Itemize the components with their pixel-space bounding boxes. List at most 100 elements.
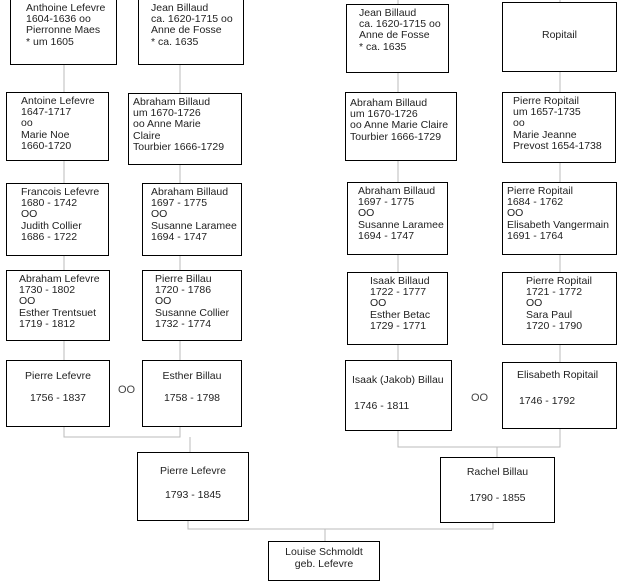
box-line: * ca. 1635 xyxy=(359,40,407,53)
box-line: OO xyxy=(370,297,387,310)
box-line: Anne de Fosse xyxy=(151,24,222,37)
box-line: Sara Paul xyxy=(526,308,573,321)
person-box-anthoine-lefevre-1604: Anthoine Lefevre 1604-1636 oo Pierronne … xyxy=(10,0,117,65)
person-box-isaak-jakob-billau: Isaak (Jakob) Billau 1746 - 1811 xyxy=(345,360,452,431)
box-line: Pierre Lefevre xyxy=(160,465,226,477)
box-line: Pierre Ropitail xyxy=(526,275,592,287)
person-box-pierre-lefevre-1793: Pierre Lefevre 1793 - 1845 xyxy=(137,452,249,521)
box-line: oo Anne Marie Claire xyxy=(350,119,449,132)
box-line: 1697 - 1775 xyxy=(358,196,415,209)
box-line: OO xyxy=(21,208,38,221)
box-line: um 1670-1726 xyxy=(133,107,201,120)
box-line: Marie Jeanne xyxy=(513,128,577,141)
box-line: 1686 - 1722 xyxy=(21,230,78,243)
box-line: Louise Schmoldt xyxy=(285,546,363,558)
box-line: Abraham Lefevre xyxy=(19,273,100,285)
box-line: 1720 - 1790 xyxy=(526,319,583,332)
person-box-francois-lefevre: Francois Lefevre 1680 - 1742 OO Judith C… xyxy=(6,183,109,256)
box-line: Susanne Collier xyxy=(155,306,230,319)
person-box-abraham-billaud-1670-left: Abraham Billaud um 1670-1726 oo Anne Mar… xyxy=(128,93,242,165)
box-line: Jean Billaud xyxy=(151,2,209,14)
box-line: Pierre Lefevre xyxy=(25,370,91,382)
box-line: geb. Lefevre xyxy=(294,558,354,570)
person-box-jean-billaud-left: Jean Billaud ca. 1620-1715 oo Anne de Fo… xyxy=(138,0,244,65)
box-line: Tourbier 1666-1729 xyxy=(350,130,442,143)
person-box-louise-schmoldt: Louise Schmoldt geb. Lefevre xyxy=(268,541,380,581)
box-line: Judith Collier xyxy=(21,219,82,232)
box-line: 1694 - 1747 xyxy=(151,230,208,243)
person-box-pierre-billau-1720: Pierre Billau 1720 - 1786 OO Susanne Col… xyxy=(142,270,242,341)
box-line: um 1670-1726 xyxy=(350,108,418,121)
box-line: Elisabeth Vangermain xyxy=(507,218,609,231)
box-line: 1660-1720 xyxy=(21,139,72,152)
box-line: ca. 1620-1715 oo xyxy=(359,18,441,31)
box-line: OO xyxy=(151,208,168,221)
box-line: Anthoine Lefevre xyxy=(26,2,106,14)
box-line: Pierre Ropitail xyxy=(513,95,579,107)
box-line: Abraham Billaud xyxy=(133,96,211,108)
person-box-jean-billaud-right: Jean Billaud ca. 1620-1715 oo Anne de Fo… xyxy=(346,4,449,73)
box-line: 1694 - 1747 xyxy=(358,229,415,242)
box-line: Esther Betac xyxy=(370,308,431,321)
box-line: Francois Lefevre xyxy=(21,186,100,198)
box-line: 1720 - 1786 xyxy=(155,284,212,297)
box-line: 1691 - 1764 xyxy=(507,229,564,242)
box-line: ca. 1620-1715 oo xyxy=(151,13,233,26)
box-line: um 1657-1735 xyxy=(513,106,581,119)
box-line: 1732 - 1774 xyxy=(155,317,212,330)
box-line: 1647-1717 xyxy=(21,106,72,119)
person-box-abraham-billaud-1697-left: Abraham Billaud 1697 - 1775 OO Susanne L… xyxy=(142,183,242,256)
box-line: 1721 - 1772 xyxy=(526,286,583,299)
box-line: Pierre Billau xyxy=(155,273,212,285)
box-line: 1790 - 1855 xyxy=(469,492,526,504)
box-line: 1719 - 1812 xyxy=(19,317,76,330)
box-line: Anne de Fosse xyxy=(359,29,430,42)
box-line: OO xyxy=(19,295,36,308)
box-line: Tourbier 1666-1729 xyxy=(133,140,225,153)
box-line: * ca. 1635 xyxy=(151,35,199,48)
person-box-ropitail: Ropitail xyxy=(502,2,617,72)
box-line: 1722 - 1777 xyxy=(370,286,427,299)
person-box-abraham-lefevre: Abraham Lefevre 1730 - 1802 OO Esther Tr… xyxy=(6,270,110,341)
box-line: Esther Billau xyxy=(162,370,222,382)
person-box-pierre-lefevre-1756: Pierre Lefevre 1756 - 1837 xyxy=(6,360,110,427)
box-line: Pierronne Maes xyxy=(26,24,101,37)
marriage-symbol-left: OO xyxy=(118,384,136,396)
box-line: Isaak (Jakob) Billau xyxy=(352,374,444,386)
box-line: 1684 - 1762 xyxy=(507,196,564,209)
person-box-abraham-billaud-1670-right: Abraham Billaud um 1670-1726 oo Anne Mar… xyxy=(345,92,457,161)
box-line: Esther Trentsuet xyxy=(19,306,97,319)
box-line: Susanne Laramee xyxy=(358,218,444,231)
box-line: Isaak Billaud xyxy=(370,275,430,287)
box-line: Antoine Lefevre xyxy=(21,95,95,107)
box-line: 1730 - 1802 xyxy=(19,284,76,297)
person-box-antoine-lefevre-1647: Antoine Lefevre 1647-1717 oo Marie Noe 1… xyxy=(6,92,109,161)
box-line: 1756 - 1837 xyxy=(29,392,87,404)
box-line: * um 1605 xyxy=(26,35,74,48)
box-line: oo Anne Marie xyxy=(133,118,201,131)
box-line: oo xyxy=(513,117,525,130)
box-line: Susanne Laramee xyxy=(151,219,237,232)
box-line: Marie Noe xyxy=(21,128,70,141)
person-box-rachel-billau: Rachel Billau 1790 - 1855 xyxy=(440,457,555,523)
box-line: Abraham Billaud xyxy=(350,97,428,109)
person-box-esther-billau: Esther Billau 1758 - 1798 xyxy=(142,360,242,427)
box-line: Pierre Ropitail xyxy=(507,185,573,197)
box-line: Jean Billaud xyxy=(359,7,417,19)
box-line: 1746 - 1811 xyxy=(354,400,410,412)
box-line: Elisabeth Ropitail xyxy=(517,369,599,381)
box-line: 1604-1636 oo xyxy=(26,13,91,26)
box-line: Abraham Billaud xyxy=(358,185,436,197)
box-line: 1746 - 1792 xyxy=(519,395,576,407)
box-line: Claire xyxy=(133,129,161,142)
person-box-abraham-billaud-1697-right: Abraham Billaud 1697 - 1775 OO Susanne L… xyxy=(347,182,448,255)
box-line: 1758 - 1798 xyxy=(163,392,221,404)
box-line: Abraham Billaud xyxy=(151,186,229,198)
box-line: OO xyxy=(526,297,543,310)
marriage-symbol-right: OO xyxy=(471,392,489,404)
box-line: 1697 - 1775 xyxy=(151,197,208,210)
box-line: OO xyxy=(507,207,524,220)
box-line: oo xyxy=(21,117,33,130)
box-line: Ropitail xyxy=(541,29,578,41)
